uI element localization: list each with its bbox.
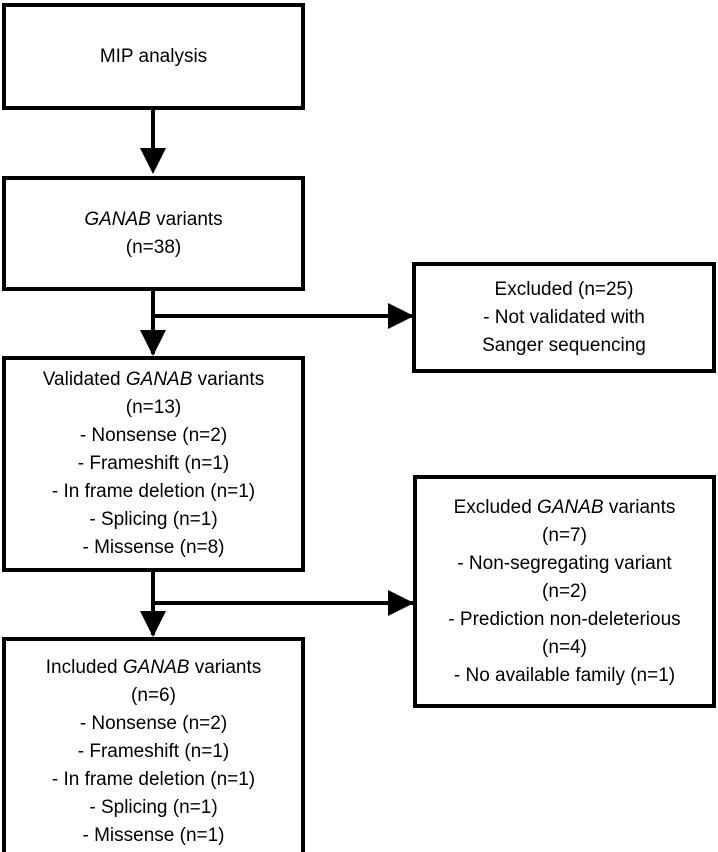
- node-excluded-ganab-heading: Excluded GANAB variants: [417, 494, 712, 522]
- node-included-ganab-variants: Included GANAB variants (n=6) - Nonsense…: [2, 637, 305, 852]
- node-validated-count: (n=13): [125, 397, 182, 418]
- node-validated-item: - Nonsense (n=2): [79, 425, 228, 446]
- node-included-heading: Included GANAB variants: [6, 654, 301, 682]
- node-included-item: - Nonsense (n=2): [79, 713, 228, 734]
- node-included-item: - Splicing (n=1): [89, 797, 218, 818]
- connector-variants-to-excluded1-line: [153, 314, 418, 318]
- node-excluded-not-validated: Excluded (n=25) - Not validated with San…: [412, 262, 716, 373]
- node-validated-heading-suffix: variants: [192, 369, 265, 390]
- node-validated-ganab-variants: Validated GANAB variants (n=13) - Nonsen…: [2, 356, 305, 572]
- connector-validated-to-excluded2-line: [153, 601, 418, 605]
- arrow-right-icon: [388, 303, 414, 329]
- connector-variants-to-validated-line: [151, 291, 155, 354]
- node-excluded-ganab-item: - Prediction non-deleterious: [448, 608, 681, 630]
- node-validated-item: - Splicing (n=1): [89, 509, 218, 530]
- node-ganab-variants-heading: GANAB variants: [6, 206, 301, 234]
- node-included-count: (n=6): [131, 685, 176, 706]
- gene-name-italic: GANAB: [84, 208, 151, 230]
- node-excluded-ganab-heading-prefix: Excluded: [453, 496, 538, 518]
- node-ganab-variants: GANAB variants (n=38): [2, 176, 305, 291]
- node-excluded-ganab-item: (n=4): [542, 636, 587, 658]
- node-excluded-ganab-item: - Non-segregating variant: [457, 552, 672, 574]
- node-excluded-ganab-variants: Excluded GANAB variants (n=7) - Non-segr…: [413, 475, 716, 708]
- node-validated-heading: Validated GANAB variants: [6, 366, 301, 394]
- node-excluded-not-validated-heading: Excluded (n=25): [494, 278, 634, 300]
- node-included-heading-prefix: Included: [45, 657, 123, 678]
- arrow-right-icon: [388, 590, 414, 616]
- node-validated-item: - Frameshift (n=1): [77, 453, 230, 474]
- arrow-down-icon: [140, 148, 166, 174]
- node-validated-heading-prefix: Validated: [42, 369, 126, 390]
- node-excluded-not-validated-item: Sanger sequencing: [482, 334, 646, 356]
- node-excluded-not-validated-item: - Not validated with: [483, 306, 645, 328]
- arrow-down-icon: [140, 611, 166, 637]
- connector-mip-to-variants-line: [151, 110, 155, 152]
- node-excluded-ganab-item: - No available family (n=1): [453, 664, 676, 686]
- node-excluded-ganab-item: (n=2): [542, 580, 587, 602]
- node-mip-analysis: MIP analysis: [2, 3, 305, 110]
- node-ganab-variants-heading-suffix: variants: [150, 208, 223, 230]
- node-validated-item: - Missense (n=8): [82, 537, 225, 558]
- node-mip-analysis-label: MIP analysis: [99, 45, 208, 67]
- node-included-heading-suffix: variants: [189, 657, 262, 678]
- node-excluded-ganab-heading-suffix: variants: [603, 496, 676, 518]
- node-included-item: - Frameshift (n=1): [77, 741, 230, 762]
- node-included-item: - Missense (n=1): [82, 825, 225, 846]
- gene-name-italic: GANAB: [537, 496, 604, 518]
- node-ganab-variants-count: (n=38): [125, 236, 182, 258]
- gene-name-italic: GANAB: [122, 657, 190, 678]
- node-excluded-ganab-count: (n=7): [542, 524, 587, 546]
- gene-name-italic: GANAB: [125, 369, 193, 390]
- arrow-down-icon: [140, 330, 166, 356]
- node-included-item: - In frame deletion (n=1): [51, 769, 256, 790]
- node-validated-item: - In frame deletion (n=1): [51, 481, 256, 502]
